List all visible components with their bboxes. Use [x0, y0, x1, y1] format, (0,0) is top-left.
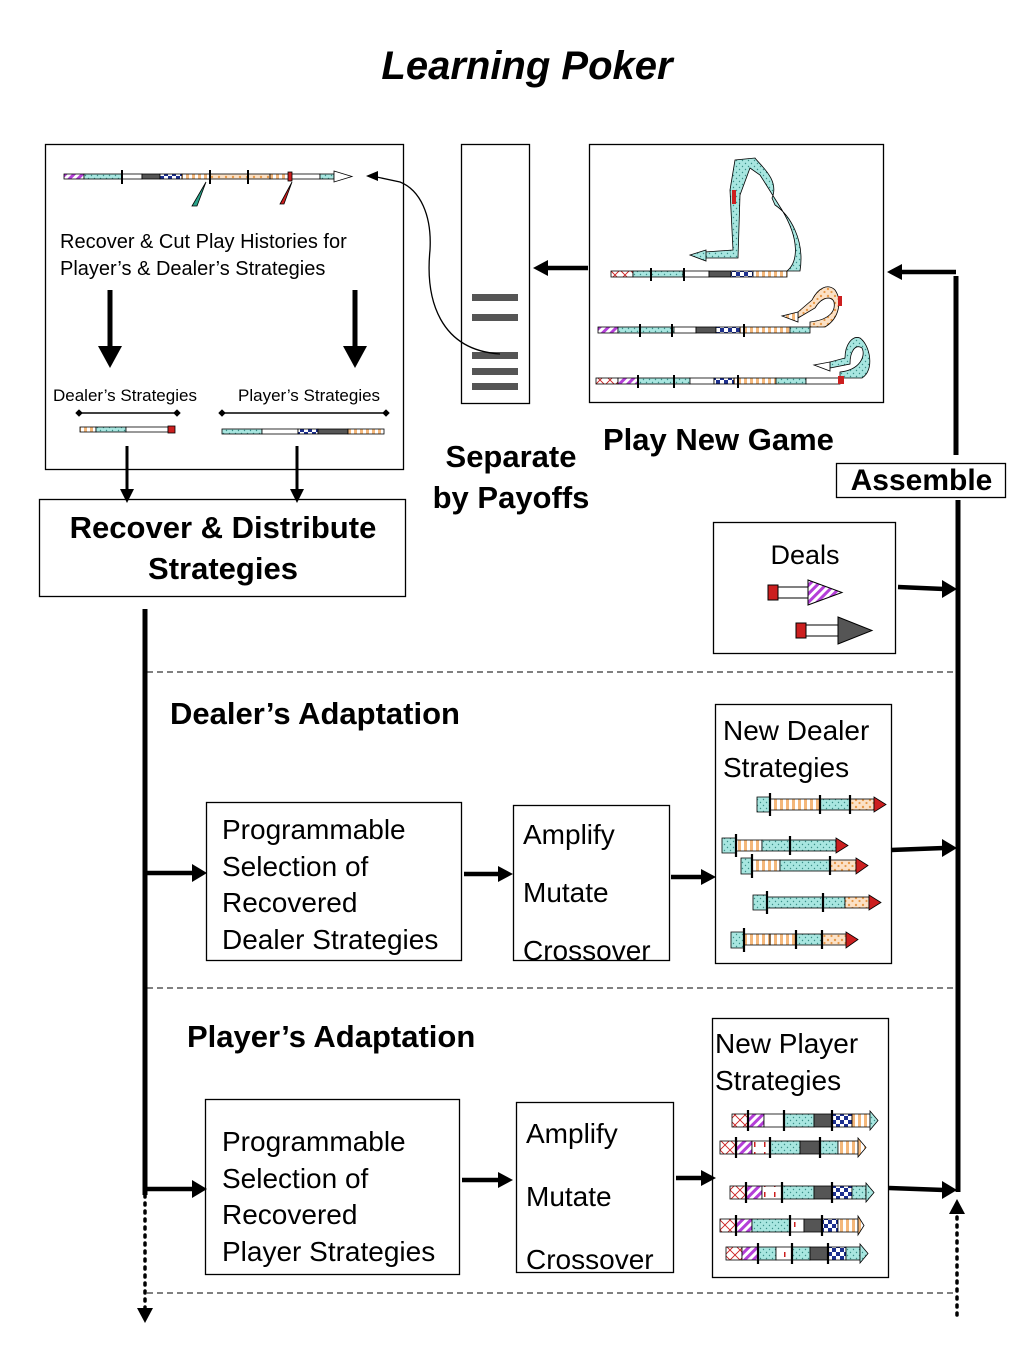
assemble-label: Assemble [850, 464, 993, 497]
separate-line1: Separate [445, 439, 577, 474]
new-dealer-strategies-label: New Dealer Strategies [723, 713, 869, 786]
dealer-mini-strip [79, 425, 176, 434]
player-ops-box [515, 1101, 675, 1274]
deal-arrow-dark [795, 616, 874, 645]
game-strip-1 [610, 157, 802, 278]
deals-label: Deals [770, 540, 840, 570]
player-selection-line3: Recovered [222, 1199, 358, 1230]
new-dealer-line2: Strategies [723, 751, 850, 783]
new-player-strategies-label: New Player Strategies [715, 1026, 858, 1099]
history-strip [63, 170, 354, 183]
new-dealer-line1: New Dealer [723, 715, 870, 746]
assemble-box [835, 462, 1007, 499]
dealer-selection-line1: Programmable [222, 814, 406, 845]
player-ops-text: Amplify Mutate Crossover [526, 1102, 654, 1291]
dealer-selection-line2: Selection of [222, 850, 369, 882]
new-player-box [711, 1017, 890, 1279]
recover-cut-box [44, 143, 405, 471]
dealer-strategies-label: Dealer’s Strategies [53, 386, 197, 405]
player-op-mutate: Mutate [526, 1181, 612, 1212]
page-title: Learning Poker [381, 44, 673, 88]
dealer-selection-text: Programmable Selection of Recovered Deal… [222, 812, 438, 958]
recover-cut-line1: Recover & Cut Play Histories for [60, 231, 347, 253]
player-selection-line2: Selection of [222, 1162, 369, 1194]
separate-by-payoffs-label: Separate by Payoffs [420, 436, 602, 518]
new-dealer-box [714, 703, 893, 965]
player-op-crossover: Crossover [526, 1244, 654, 1275]
recover-distribute-line2: Strategies [148, 551, 298, 586]
recover-distribute-box [38, 498, 407, 598]
game-strip-2 [597, 286, 840, 334]
new-dealer-strips [721, 796, 887, 949]
game-strip-3 [595, 337, 871, 385]
recover-cut-text: Recover & Cut Play Histories for Player’… [60, 229, 400, 283]
dealer-ops-text: Amplify Mutate Crossover [523, 806, 651, 980]
dealer-op-mutate: Mutate [523, 877, 609, 908]
new-player-strips [719, 1109, 879, 1265]
play-game-box [588, 143, 885, 404]
dotted-down-arrowhead [137, 1308, 153, 1323]
dotted-up-arrowhead [949, 1199, 965, 1214]
arrow-new-player-to-assemble [888, 1185, 945, 1193]
player-selection-line4: Player Strategies [222, 1235, 436, 1267]
arrow-deals-to-assemble [897, 584, 945, 592]
player-op-amplify: Amplify [526, 1118, 618, 1149]
payoff-bars [472, 294, 518, 390]
deal-arrow-purple [767, 579, 844, 606]
player-selection-line1: Programmable [222, 1126, 406, 1157]
player-mini-strip [221, 428, 385, 435]
payoff-sorter-box [460, 143, 531, 405]
dealer-selection-box [205, 801, 463, 962]
separate-line2: by Payoffs [432, 480, 590, 515]
new-player-line2: Strategies [715, 1064, 842, 1096]
recover-distribute-label: Recover & Distribute Strategies [40, 507, 406, 589]
dealer-adaptation-heading: Dealer’s Adaptation [170, 696, 460, 731]
dealer-selection-line3: Recovered [222, 887, 358, 918]
new-player-line1: New Player [715, 1028, 859, 1059]
history-curve [371, 175, 501, 355]
player-selection-text: Programmable Selection of Recovered Play… [222, 1124, 435, 1270]
player-adaptation-heading: Player’s Adaptation [187, 1019, 476, 1054]
dealer-selection-line4: Dealer Strategies [222, 923, 439, 955]
recover-distribute-line1: Recover & Distribute [69, 510, 377, 545]
arrow-new-dealer-to-assemble [890, 845, 945, 853]
recover-cut-line2: Player’s & Dealer’s Strategies [60, 258, 326, 280]
deals-box [712, 521, 897, 655]
dealer-op-crossover: Crossover [523, 935, 651, 966]
player-strategies-label: Player’s Strategies [238, 386, 381, 405]
dealer-op-amplify: Amplify [523, 819, 615, 850]
player-selection-box [204, 1098, 461, 1276]
play-new-game-label: Play New Game [603, 422, 834, 457]
dealer-ops-box [512, 804, 671, 962]
